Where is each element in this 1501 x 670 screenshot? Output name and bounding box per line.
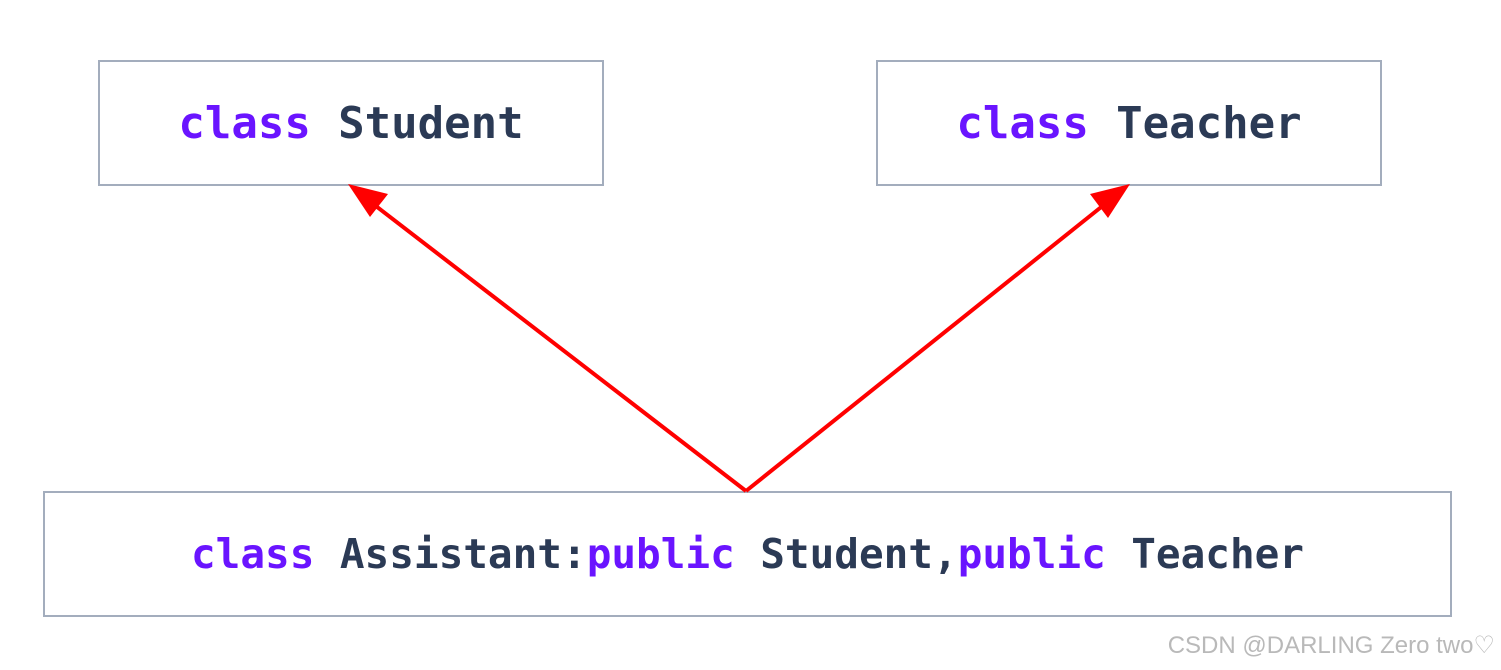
student-class-box: class Student — [98, 60, 604, 186]
inheritance-colon: : — [562, 530, 587, 578]
arrow-assistant-to-teacher — [744, 198, 1112, 493]
base-separator-comma: , — [933, 530, 958, 578]
teacher-class-keyword: class — [956, 97, 1089, 149]
assistant-class-keyword: class — [191, 530, 315, 578]
student-class-keyword: class — [178, 97, 311, 149]
arrowhead-student — [348, 184, 388, 217]
public-keyword-first: public — [586, 530, 735, 578]
arrow-assistant-to-student — [366, 198, 748, 493]
base-class-student: Student — [760, 530, 933, 578]
csdn-watermark: CSDN @DARLING Zero two♡ — [1167, 632, 1495, 659]
arrowhead-teacher — [1090, 184, 1130, 218]
student-class-name: Student — [338, 97, 524, 149]
teacher-class-name: Teacher — [1116, 97, 1302, 149]
public-keyword-second: public — [957, 530, 1106, 578]
base-class-teacher: Teacher — [1131, 530, 1304, 578]
assistant-class-name: Assistant — [339, 530, 562, 578]
teacher-class-box: class Teacher — [876, 60, 1382, 186]
